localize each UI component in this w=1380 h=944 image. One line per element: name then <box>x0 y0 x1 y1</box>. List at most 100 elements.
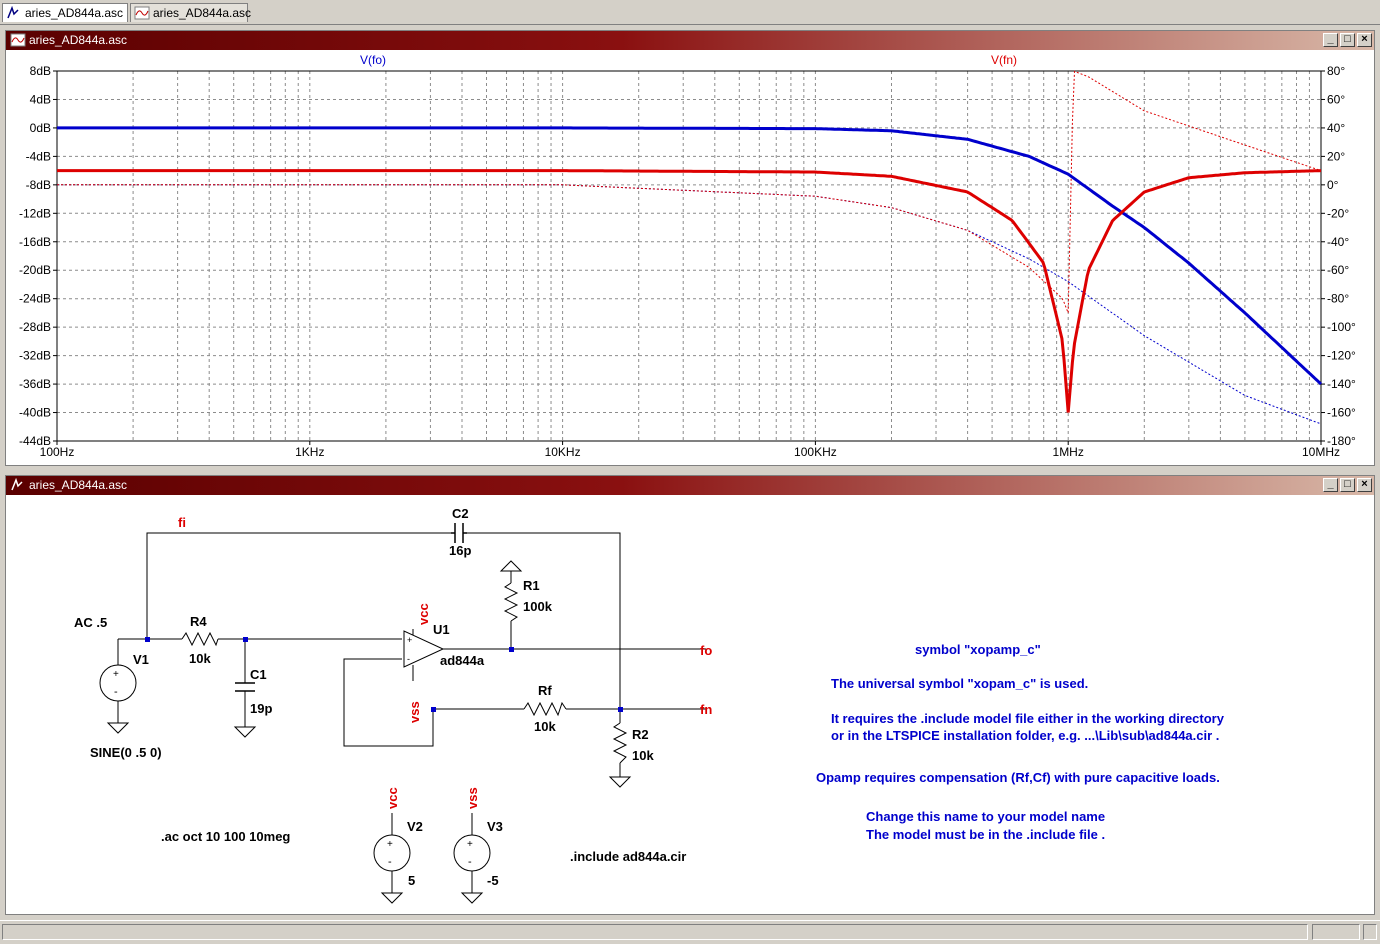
resistor-r4[interactable] <box>181 631 219 647</box>
svg-text:+: + <box>387 839 393 850</box>
ground-icon <box>460 892 484 904</box>
y-left-tick-label: -36dB <box>19 377 51 391</box>
y-right-tick-label: -120° <box>1327 349 1356 363</box>
net-label-vcc: vcc <box>385 787 400 809</box>
waveform-icon <box>134 6 150 20</box>
plot-traces <box>57 70 1323 425</box>
source-v3[interactable]: + - <box>453 834 491 872</box>
y-left-tick-label: -20dB <box>19 263 51 277</box>
resize-grip[interactable] <box>1363 924 1377 940</box>
y-right-tick-label: 20° <box>1327 149 1345 163</box>
status-cell <box>1312 924 1360 940</box>
close-button[interactable]: × <box>1357 478 1372 492</box>
label-r1-name: R1 <box>523 578 540 593</box>
schematic-drawing[interactable]: + - + - + - + - <box>6 495 1374 914</box>
net-label-fi: fi <box>178 515 186 530</box>
comment-line: Change this name to your model name <box>866 809 1105 824</box>
restore-button[interactable]: □ <box>1340 33 1355 47</box>
directive-ac[interactable]: .ac oct 10 100 10meg <box>161 829 290 844</box>
ground-icon <box>233 726 257 738</box>
net-label-vss: vss <box>465 787 480 809</box>
label-c1-name: C1 <box>250 667 267 682</box>
y-left-tick-label: -28dB <box>19 320 51 334</box>
y-left-tick-label: -12dB <box>19 206 51 220</box>
directive-include[interactable]: .include ad844a.cir <box>570 849 686 864</box>
magnitude-trace-fn <box>57 169 1322 413</box>
label-v1-value: SINE(0 .5 0) <box>90 745 162 760</box>
schematic-window-titlebar[interactable]: aries_AD844a.asc _ □ × <box>6 476 1374 495</box>
waveform-icon <box>10 33 26 47</box>
component-labels: C2 16p R1 100k R4 10k C1 19p U1 ad844a R… <box>74 506 686 888</box>
x-tick-label: 1MHz <box>1053 445 1084 459</box>
tab-schematic[interactable]: aries_AD844a.asc <box>2 3 128 22</box>
resistor-rf[interactable] <box>523 701 567 717</box>
y-left-tick-label: -8dB <box>26 178 51 192</box>
minimize-button[interactable]: _ <box>1323 33 1338 47</box>
comment-line: Opamp requires compensation (Rf,Cf) with… <box>816 770 1220 785</box>
ground-icon <box>608 776 632 788</box>
label-v2-value: 5 <box>408 873 415 888</box>
svg-text:+: + <box>467 839 473 850</box>
close-button[interactable]: × <box>1357 33 1372 47</box>
opamp-plus-sign: + <box>407 635 412 645</box>
svg-text:-: - <box>114 686 118 698</box>
label-r4-name: R4 <box>190 614 207 629</box>
net-label-fo: fo <box>700 643 712 658</box>
label-u1-value: ad844a <box>440 653 485 668</box>
resistor-r2[interactable] <box>612 722 628 764</box>
x-tick-label: 100KHz <box>794 445 837 459</box>
capacitor-c1[interactable] <box>235 682 255 692</box>
label-rf-value: 10k <box>534 719 556 734</box>
document-tab-bar: aries_AD844a.asc aries_AD844a.asc <box>0 0 1380 25</box>
opamp-minus-sign: - <box>407 654 410 664</box>
label-r4-value: 10k <box>189 651 211 666</box>
wire-opamp-neg <box>343 658 434 747</box>
phase-trace-fn <box>57 70 1322 314</box>
source-v2[interactable]: + - <box>373 834 411 872</box>
restore-button[interactable]: □ <box>1340 478 1355 492</box>
source-v1[interactable]: + - <box>99 664 137 702</box>
comment-line: symbol "xopamp_c" <box>915 642 1041 657</box>
label-r1-value: 100k <box>523 599 553 614</box>
tab-waveform[interactable]: aries_AD844a.asc <box>130 3 251 22</box>
y-left-tick-label: 4dB <box>30 92 51 106</box>
schematic-canvas[interactable]: + - + - + - + - <box>6 495 1374 914</box>
x-tick-label: 1KHz <box>295 445 324 459</box>
svg-text:-: - <box>388 856 392 868</box>
ground-icon <box>106 722 130 734</box>
minimize-button[interactable]: _ <box>1323 478 1338 492</box>
y-left-tick-label: 8dB <box>30 64 51 78</box>
phase-trace-fo <box>57 184 1322 425</box>
capacitor-c2[interactable] <box>451 523 467 543</box>
label-v3-value: -5 <box>487 873 499 888</box>
x-tick-label: 10KHz <box>545 445 581 459</box>
y-left-tick-label: -44dB <box>19 434 51 448</box>
y-left-tick-label: -4dB <box>26 149 51 163</box>
opamp-u1[interactable]: + - <box>403 630 445 668</box>
label-rf-name: Rf <box>538 683 552 698</box>
comment-line: The universal symbol "xopam_c" is used. <box>831 676 1088 691</box>
resistor-r1[interactable] <box>503 582 519 622</box>
schematic-icon <box>11 478 23 491</box>
y-right-tick-label: 80° <box>1327 64 1345 78</box>
trace-label-fo[interactable]: V(fo) <box>360 53 386 67</box>
y-right-tick-label: 60° <box>1327 92 1345 106</box>
y-left-tick-label: -16dB <box>19 235 51 249</box>
trace-label-fn[interactable]: V(fn) <box>991 53 1017 67</box>
wire-c2-right <box>467 532 621 709</box>
label-u1-name: U1 <box>433 622 450 637</box>
waveform-window-titlebar[interactable]: aries_AD844a.asc _ □ × <box>6 31 1374 50</box>
junctions <box>145 637 623 712</box>
x-tick-label: 10MHz <box>1302 445 1340 459</box>
net-labels: fi fo fn vcc vss vcc vss <box>178 515 712 809</box>
label-v1-ac: AC .5 <box>74 615 107 630</box>
label-v1-name: V1 <box>133 652 149 667</box>
svg-text:-: - <box>468 856 472 868</box>
y-right-tick-label: -40° <box>1327 235 1349 249</box>
y-left-tick-label: -32dB <box>19 349 51 363</box>
comment-line: or in the LTSPICE installation folder, e… <box>831 728 1219 743</box>
wire-fi-top <box>146 532 451 639</box>
